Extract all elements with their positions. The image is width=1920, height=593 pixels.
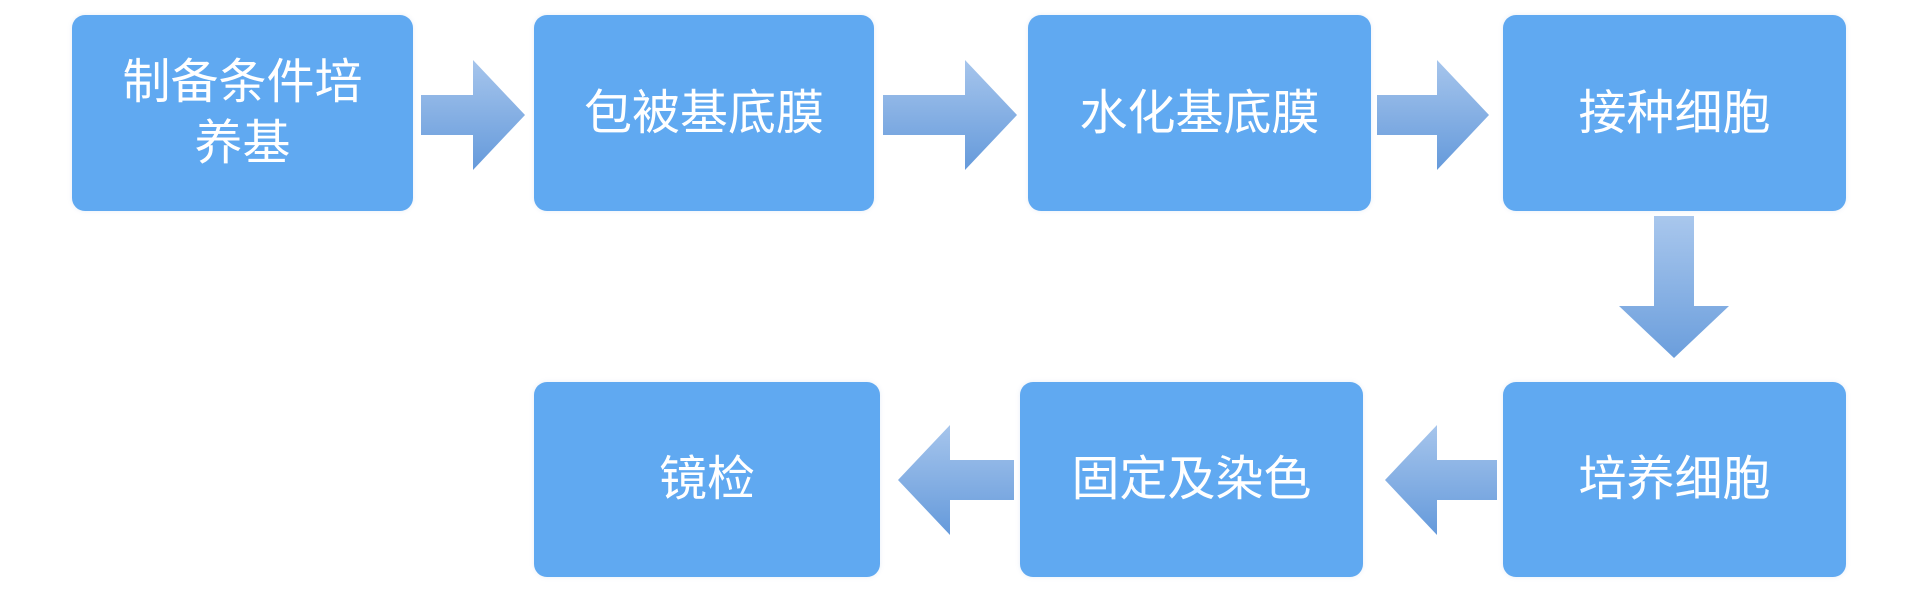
node-label: 包被基底膜 <box>583 86 824 140</box>
node-label: 接种细胞 <box>1578 86 1771 140</box>
node-label: 镜检 <box>658 453 755 506</box>
node-seed-cells: 接种细胞 <box>1503 15 1846 211</box>
arrow-down-icon <box>1619 216 1729 358</box>
arrow-right-1-icon <box>421 60 525 170</box>
node-label: 制备条件培养基 <box>122 56 363 170</box>
arrow-right-2-icon <box>883 60 1017 170</box>
node-coat-basement-membrane: 包被基底膜 <box>534 15 874 211</box>
node-label: 培养细胞 <box>1578 453 1771 506</box>
arrow-right-3-icon <box>1377 60 1489 170</box>
node-culture-cells: 培养细胞 <box>1503 382 1846 577</box>
node-label: 水化基底膜 <box>1079 86 1320 140</box>
node-microscopy: 镜检 <box>534 382 880 577</box>
node-hydrate-basement-membrane: 水化基底膜 <box>1028 15 1371 211</box>
arrow-left-1-icon <box>1385 425 1497 535</box>
node-label: 固定及染色 <box>1071 453 1312 506</box>
node-prepare-conditioned-medium: 制备条件培养基 <box>72 15 413 211</box>
arrow-left-2-icon <box>898 425 1014 535</box>
node-fix-and-stain: 固定及染色 <box>1020 382 1363 577</box>
